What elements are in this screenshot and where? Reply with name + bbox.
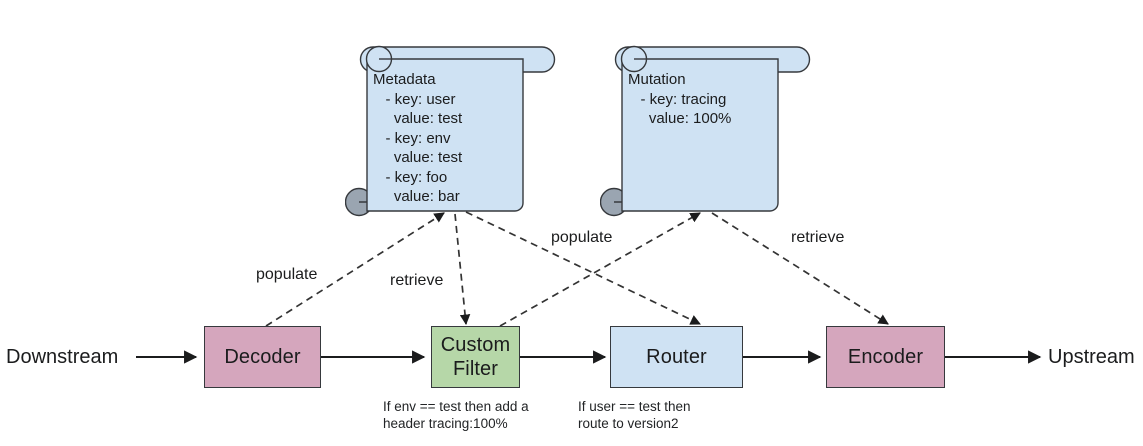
scroll-body <box>366 58 524 212</box>
scroll-metadata: Metadata - key: user value: test - key: … <box>345 35 560 220</box>
edge-label-retrieve-metadata: retrieve <box>390 272 444 289</box>
node-decoder[interactable]: Decoder <box>204 326 321 388</box>
scroll-mutation: Mutation - key: tracing value: 100% <box>600 35 815 220</box>
node-router-label: Router <box>646 346 707 368</box>
node-router[interactable]: Router <box>610 326 743 388</box>
caption-router: If user == test then route to version2 <box>578 399 691 431</box>
edge-metadata-customfilter-retrieve <box>454 213 471 326</box>
node-custom-filter[interactable]: Custom Filter <box>431 326 520 388</box>
scroll-mutation-text: Mutation - key: tracing value: 100% <box>628 71 732 127</box>
scroll-mutation-shape <box>600 45 811 217</box>
edge-label-populate-metadata: populate <box>256 266 318 283</box>
edge-label-retrieve-mutation: retrieve <box>791 229 845 246</box>
node-encoder-label: Encoder <box>847 346 924 368</box>
scroll-metadata-shape <box>345 45 556 217</box>
scroll-metadata-text: Metadata - key: user value: test - key: … <box>373 71 463 205</box>
endpoint-upstream: Upstream <box>1048 346 1135 368</box>
edge-label-populate-mutation: populate <box>551 229 613 246</box>
caption-custom-filter: If env == test then add a header tracing… <box>383 399 529 431</box>
node-encoder[interactable]: Encoder <box>826 326 945 388</box>
endpoint-downstream: Downstream <box>6 346 119 368</box>
scroll-body <box>621 58 779 212</box>
node-custom-filter-label: Custom Filter <box>440 334 511 380</box>
node-decoder-label: Decoder <box>224 346 301 368</box>
